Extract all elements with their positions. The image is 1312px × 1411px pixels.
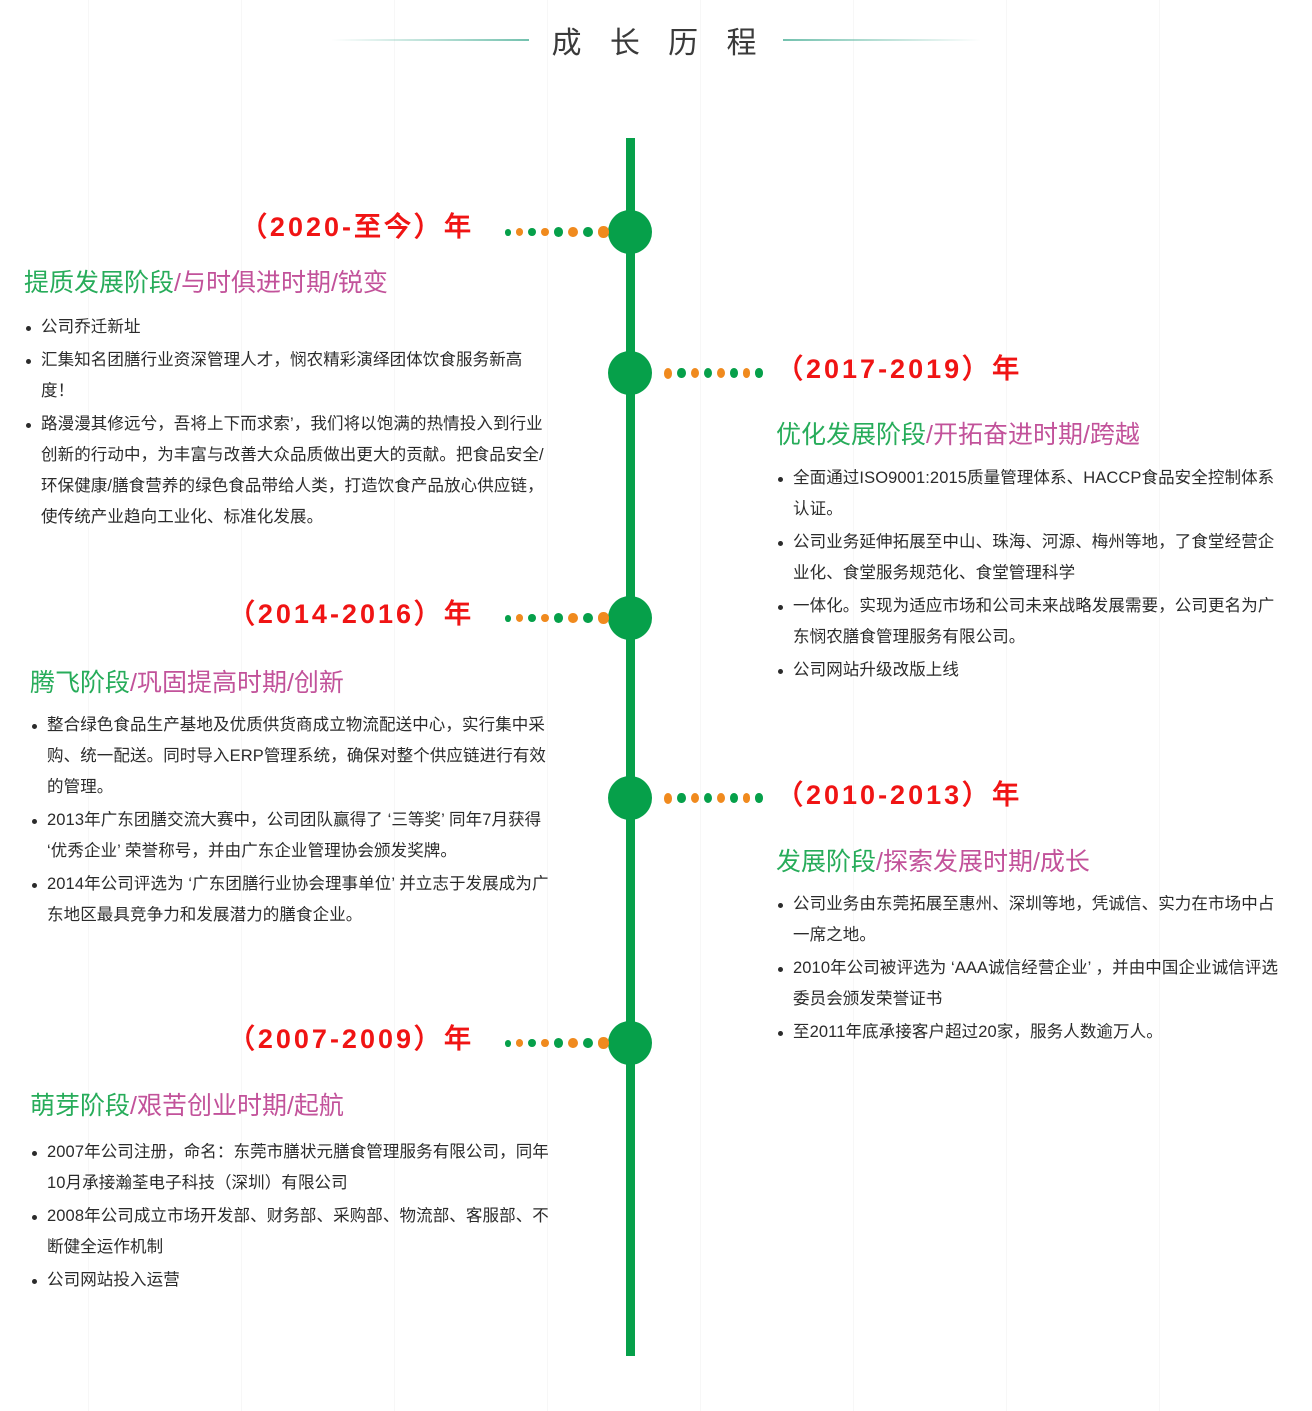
connector-dot: [677, 792, 686, 804]
list-item: 汇集知名团膳行业资深管理人才，悯农精彩演绎团体饮食服务新高度！: [24, 345, 552, 407]
connector-dot: [597, 612, 609, 624]
connector-dot: [554, 227, 564, 237]
event-year-e2007: （2007-2009）年: [227, 1024, 474, 1054]
connector-dot: [582, 226, 593, 238]
connector-dot: [742, 793, 751, 803]
page-header: 成 长 历 程: [0, 0, 1312, 80]
connector-dot: [663, 792, 673, 804]
timeline-node-e2014[interactable]: [608, 596, 652, 640]
timeline-connector-e2014: [504, 608, 609, 628]
connector-dot: [528, 613, 537, 623]
connector-dot: [597, 226, 609, 238]
connector-dot: [568, 227, 578, 237]
timeline-node-e2017[interactable]: [608, 351, 652, 395]
list-item: 至2011年底承接客户超过20家，服务人数逾万人。: [776, 1017, 1288, 1048]
connector-dot: [690, 367, 699, 379]
connector-dot: [554, 613, 564, 623]
event-year-e2020: （2020-至今）年: [239, 212, 474, 242]
connector-dot: [541, 227, 550, 237]
connector-dot: [504, 1039, 512, 1047]
stage-primary: 腾飞阶段: [30, 669, 131, 697]
list-item: 公司网站投入运营: [30, 1265, 552, 1296]
connector-dot: [703, 792, 713, 804]
list-item: 公司业务由东莞拓展至惠州、深圳等地，凭诚信、实力在市场中占一席之地。: [776, 889, 1288, 951]
timeline-node-e2020[interactable]: [608, 210, 652, 254]
event-year-e2010: （2010-2013）年: [776, 780, 1023, 810]
event-points-e2017: 全面通过ISO9001:2015质量管理体系、HACCP食品安全控制体系认证。公…: [776, 463, 1288, 688]
list-item: 2008年公司成立市场开发部、财务部、采购部、物流部、客服部、不断健全运作机制: [30, 1201, 552, 1263]
timeline-connector-e2017: [653, 363, 763, 383]
connector-dot: [504, 228, 512, 236]
connector-dot: [568, 1038, 578, 1048]
event-points-e2020: 公司乔迁新址汇集知名团膳行业资深管理人才，悯农精彩演绎团体饮食服务新高度！路漫漫…: [24, 312, 552, 535]
connector-dot: [541, 613, 550, 623]
connector-dot: [703, 367, 713, 379]
event-stage-e2014: 腾飞阶段/巩固提高时期/创新: [30, 668, 344, 698]
event-points-e2014: 整合绿色食品生产基地及优质供货商成立物流配送中心，实行集中采购、统一配送。同时导…: [30, 710, 552, 933]
timeline-connector-e2007: [504, 1033, 609, 1053]
event-stage-e2020: 提质发展阶段/与时俱进时期/锐变: [24, 268, 388, 298]
stage-primary: 发展阶段: [776, 848, 877, 876]
list-item: 一体化。实现为适应市场和公司未来战略发展需要，公司更名为广东悯农膳食管理服务有限…: [776, 591, 1288, 653]
event-stage-e2010: 发展阶段/探索发展时期/成长: [776, 847, 1090, 877]
connector-dot: [504, 614, 512, 622]
timeline-connector-e2010: [653, 788, 763, 808]
connector-dot: [516, 1039, 524, 1047]
timeline-node-e2007[interactable]: [608, 1021, 652, 1065]
page-title: 成 长 历 程: [551, 27, 767, 60]
connector-dot: [568, 613, 578, 623]
connector-dot: [717, 793, 725, 803]
timeline-connector-e2020: [504, 222, 609, 242]
stage-secondary: /探索发展时期/成长: [876, 848, 1090, 876]
connector-dot: [541, 1038, 550, 1048]
connector-dot: [582, 612, 593, 624]
connector-dot: [690, 792, 699, 804]
timeline-spine: [626, 138, 635, 1356]
list-item: 公司乔迁新址: [24, 312, 552, 343]
connector-dot: [717, 368, 725, 378]
connector-dot: [677, 367, 686, 379]
stage-primary: 优化发展阶段: [776, 421, 927, 449]
connector-dot: [516, 228, 524, 236]
list-item: 2010年公司被评选为 ‘AAA诚信经营企业’ ，并由中国企业诚信评选委员会颁发…: [776, 953, 1288, 1015]
connector-dot: [755, 793, 763, 803]
connector-dot: [729, 793, 738, 803]
stage-secondary: /与时俱进时期/锐变: [174, 269, 388, 297]
stage-primary: 萌芽阶段: [30, 1092, 131, 1120]
connector-dot: [742, 368, 751, 378]
list-item: 整合绿色食品生产基地及优质供货商成立物流配送中心，实行集中采购、统一配送。同时导…: [30, 710, 552, 803]
list-item: 公司业务延伸拓展至中山、珠海、河源、梅州等地，了食堂经营企业化、食堂服务规范化、…: [776, 527, 1288, 589]
event-stage-e2007: 萌芽阶段/艰苦创业时期/起航: [30, 1091, 344, 1121]
connector-dot: [729, 368, 738, 378]
event-points-e2007: 2007年公司注册，命名：东莞市膳状元膳食管理服务有限公司，同年10月承接瀚荃电…: [30, 1137, 552, 1298]
timeline-node-e2010[interactable]: [608, 776, 652, 820]
header-rule-right: [782, 39, 981, 41]
list-item: 2013年广东团膳交流大赛中，公司团队赢得了 ‘三等奖’ 同年7月获得 ‘优秀企…: [30, 805, 552, 867]
header-rule-left: [331, 39, 530, 41]
connector-dot: [755, 368, 763, 378]
event-year-e2017: （2017-2019）年: [776, 354, 1023, 384]
connector-dot: [516, 614, 524, 622]
stage-secondary: /开拓奋进时期/跨越: [926, 421, 1140, 449]
connector-dot: [554, 1038, 564, 1048]
stage-secondary: /巩固提高时期/创新: [130, 669, 344, 697]
connector-dot: [663, 367, 673, 379]
event-stage-e2017: 优化发展阶段/开拓奋进时期/跨越: [776, 420, 1140, 450]
stage-secondary: /艰苦创业时期/起航: [130, 1092, 344, 1120]
connector-dot: [528, 227, 537, 237]
connector-dot: [582, 1037, 593, 1049]
list-item: 2007年公司注册，命名：东莞市膳状元膳食管理服务有限公司，同年10月承接瀚荃电…: [30, 1137, 552, 1199]
connector-dot: [528, 1038, 537, 1048]
list-item: 公司网站升级改版上线: [776, 655, 1288, 686]
connector-dot: [597, 1037, 609, 1049]
list-item: 2014年公司评选为 ‘广东团膳行业协会理事单位’ 并立志于发展成为广东地区最具…: [30, 869, 552, 931]
list-item: 路漫漫其修远兮，吾将上下而求索’，我们将以饱满的热情投入到行业创新的行动中，为丰…: [24, 409, 552, 533]
list-item: 全面通过ISO9001:2015质量管理体系、HACCP食品安全控制体系认证。: [776, 463, 1288, 525]
event-points-e2010: 公司业务由东莞拓展至惠州、深圳等地，凭诚信、实力在市场中占一席之地。2010年公…: [776, 889, 1288, 1050]
stage-primary: 提质发展阶段: [24, 269, 175, 297]
event-year-e2014: （2014-2016）年: [227, 599, 474, 629]
